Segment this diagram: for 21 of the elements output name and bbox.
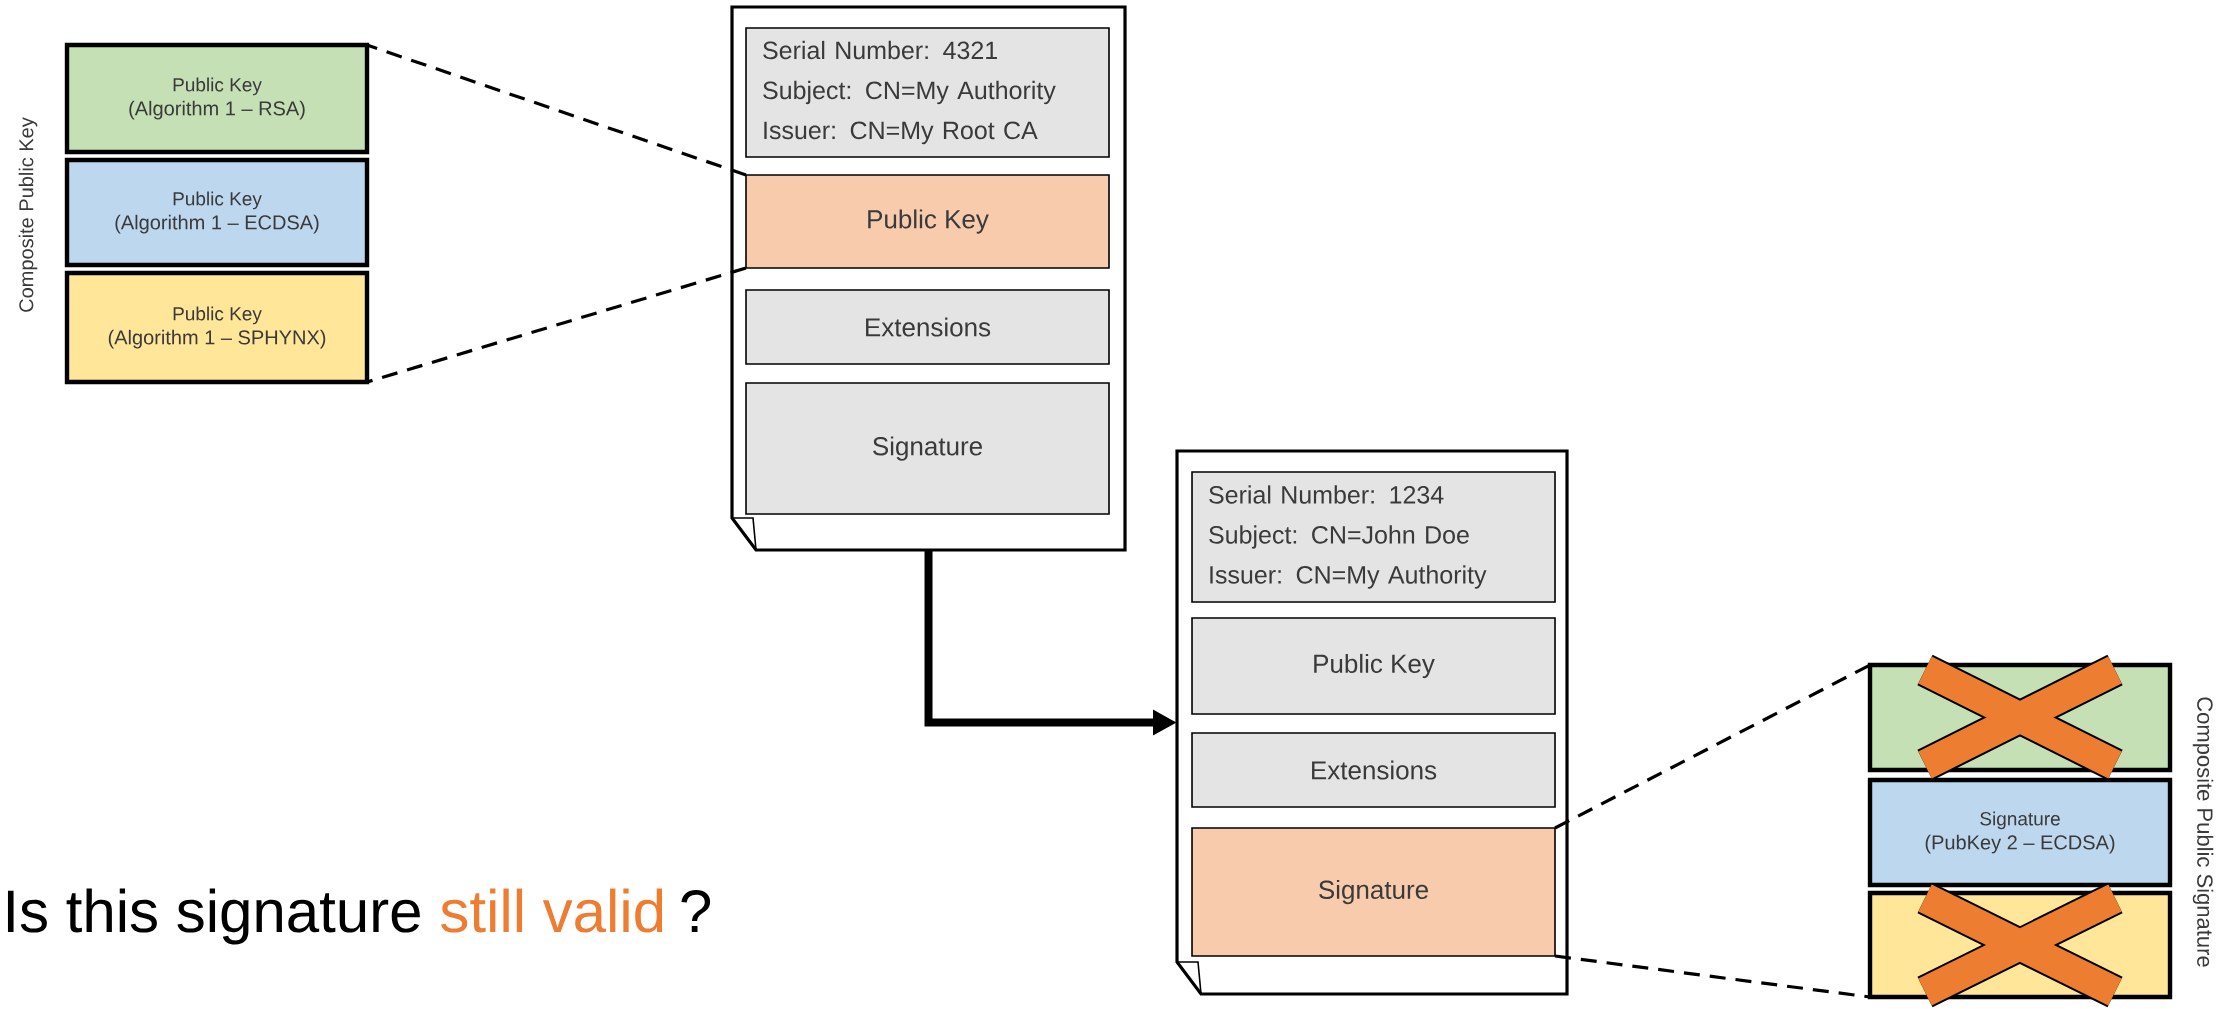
group-label: Composite Public Key <box>18 117 38 312</box>
certificate-field-box: Signature <box>1191 827 1556 957</box>
key-box: Public Key (Algorithm 1 – ECDSA) <box>64 157 370 268</box>
certificate-field-box: Public Key <box>1191 617 1556 715</box>
question-mark: ? <box>681 890 711 932</box>
key-box: Public Key (Algorithm 1 – RSA) <box>64 42 370 155</box>
group-label: Composite Public Signature <box>2192 697 2214 967</box>
certificate-field-box: Extensions <box>745 289 1110 365</box>
key-box: Signature (PubKey 2 – ECDSA) <box>1867 777 2173 888</box>
leader-line <box>366 266 747 384</box>
certificate-field-box: Public Key <box>745 174 1110 269</box>
question-text: Is this signature <box>7 888 420 945</box>
highlighted-text: still valid <box>441 888 663 933</box>
certificate-field-box: Extensions <box>1191 732 1556 808</box>
certificate-field-box: Signature <box>745 382 1110 515</box>
leader-line <box>1554 663 1871 830</box>
key-box: Public Key (Algorithm 1 – SPHYNX) <box>64 270 370 385</box>
leader-line <box>1554 954 1871 999</box>
certificate-header-box: Serial Number: 4321 Subject: CN=My Authority Issuer: CN=My Root CA <box>745 27 1110 158</box>
certificate-header-box: Serial Number: 1234 Subject: CN=John Doe Issuer: CN=My Authority <box>1191 471 1556 603</box>
leader-line <box>366 43 747 177</box>
